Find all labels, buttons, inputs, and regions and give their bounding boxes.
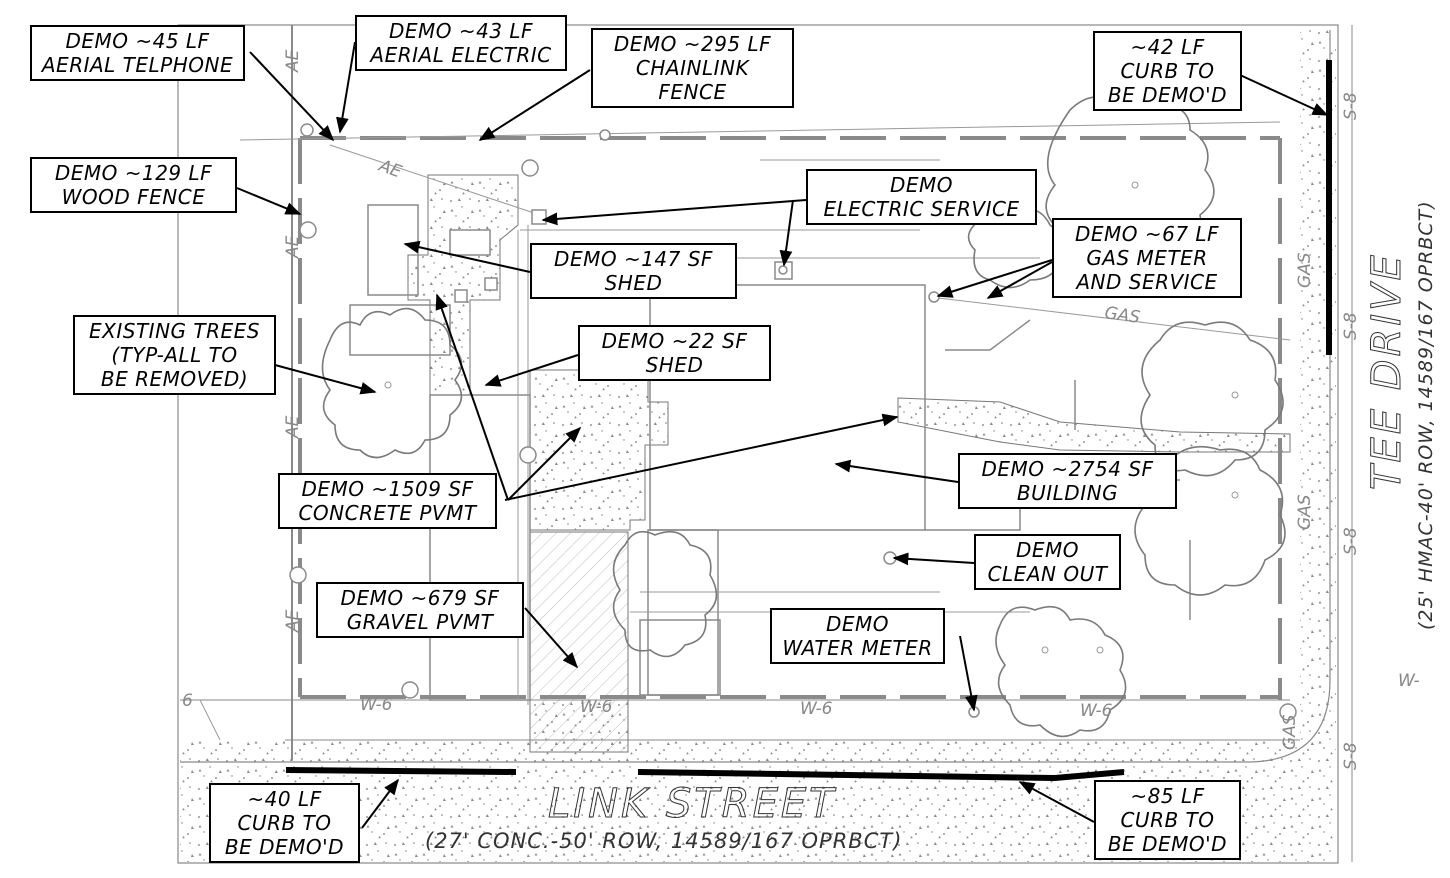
- label-gas-meter: DEMO ~67 LF GAS METER AND SERVICE: [1052, 218, 1242, 298]
- label-line: CURB TO: [237, 811, 332, 835]
- tag-w6-1: W-6: [360, 695, 393, 715]
- label-line: DEMO ~2754 SF: [981, 457, 1154, 481]
- label-line: DEMO ~22 SF: [601, 329, 748, 353]
- label-line: WOOD FENCE: [61, 185, 206, 209]
- label-line: SHED: [604, 271, 663, 295]
- label-line: DEMO ~129 LF: [54, 161, 213, 185]
- label-line: BE DEMO'D: [224, 835, 345, 859]
- label-line: DEMO ~295 LF: [613, 32, 772, 56]
- label-line: CURB TO: [1120, 808, 1215, 832]
- tag-ae-top: AE: [375, 156, 404, 183]
- tag-w6-3: W-6: [800, 699, 833, 719]
- side-street-name: TEE DRIVE: [1364, 252, 1410, 490]
- label-wood-fence: DEMO ~129 LF WOOD FENCE: [30, 157, 237, 213]
- label-electric-service: DEMO ELECTRIC SERVICE: [806, 169, 1037, 225]
- street-name: LINK STREET: [548, 781, 837, 827]
- label-line: BE DEMO'D: [1107, 832, 1228, 856]
- label-building: DEMO ~2754 SF BUILDING: [958, 453, 1177, 509]
- tag-w-edge: W-: [1398, 671, 1420, 691]
- label-aerial-telephone: DEMO ~45 LF AERIAL TELPHONE: [30, 25, 245, 81]
- tag-gas-1: GAS: [1103, 303, 1141, 328]
- tag-s8-1: S-8: [1341, 92, 1361, 120]
- label-shed-147: DEMO ~147 SF SHED: [530, 243, 737, 299]
- label-line: ELECTRIC SERVICE: [823, 197, 1020, 221]
- label-clean-out: DEMO CLEAN OUT: [974, 534, 1121, 590]
- label-line: DEMO ~45 LF: [65, 29, 210, 53]
- tag-s8-4: S-8: [1341, 742, 1361, 770]
- label-line: CURB TO: [1120, 59, 1215, 83]
- label-line: DEMO ~147 SF: [554, 247, 713, 271]
- label-line: EXISTING TREES: [89, 319, 260, 343]
- label-aerial-electric: DEMO ~43 LF AERIAL ELECTRIC: [355, 15, 567, 71]
- label-water-meter: DEMO WATER METER: [770, 608, 945, 664]
- label-line: ~40 LF: [247, 787, 322, 811]
- tag-w6-4: W-6: [1080, 701, 1113, 721]
- label-line: ~42 LF: [1130, 35, 1205, 59]
- tag-s8-2: S-8: [1341, 312, 1361, 340]
- drawing-frame: [177, 24, 1339, 864]
- tag-ae-left-3: AE: [283, 415, 303, 439]
- label-curb-85: ~85 LF CURB TO BE DEMO'D: [1094, 780, 1241, 860]
- label-curb-42: ~42 LF CURB TO BE DEMO'D: [1093, 31, 1242, 111]
- tag-ae-left-1: AE: [283, 49, 303, 73]
- label-line: DEMO ~43 LF: [388, 19, 534, 43]
- label-line: DEMO: [889, 173, 954, 197]
- label-line: BE REMOVED): [100, 367, 249, 391]
- label-line: AERIAL ELECTRIC: [370, 43, 552, 67]
- label-curb-40: ~40 LF CURB TO BE DEMO'D: [209, 783, 360, 863]
- tag-s8-3: S-8: [1341, 527, 1361, 555]
- existing-trees: [321, 92, 1286, 738]
- tag-gas-4: GAS: [1280, 714, 1300, 750]
- label-concrete: DEMO ~1509 SF CONCRETE PVMT: [278, 473, 497, 529]
- label-line: DEMO ~679 SF: [340, 586, 500, 610]
- label-line: CONCRETE PVMT: [298, 501, 477, 525]
- label-line: CHAINLINK: [635, 56, 750, 80]
- tag-six: 6: [182, 691, 193, 711]
- label-line: AND SERVICE: [1076, 270, 1218, 294]
- label-chainlink-fence: DEMO ~295 LF CHAINLINK FENCE: [591, 28, 794, 108]
- label-line: DEMO: [1015, 538, 1080, 562]
- label-line: DEMO: [825, 612, 890, 636]
- label-line: AERIAL TELPHONE: [41, 53, 234, 77]
- label-line: FENCE: [658, 80, 727, 104]
- label-line: WATER METER: [782, 636, 933, 660]
- tag-ae-left-2: AE: [283, 235, 303, 259]
- label-line: DEMO ~1509 SF: [301, 477, 474, 501]
- label-line: BE DEMO'D: [1107, 83, 1228, 107]
- tag-w6-2: W-6: [580, 697, 613, 717]
- label-line: ~85 LF: [1130, 784, 1205, 808]
- tag-gas-3: GAS: [1295, 494, 1315, 530]
- label-line: GAS METER: [1086, 246, 1208, 270]
- label-shed-22: DEMO ~22 SF SHED: [578, 325, 771, 381]
- label-existing-trees: EXISTING TREES (TYP-ALL TO BE REMOVED): [73, 315, 276, 395]
- concrete-pavement: [407, 174, 1291, 531]
- fence-lines: [298, 136, 1282, 700]
- tag-gas-2: GAS: [1295, 252, 1315, 288]
- label-line: GRAVEL PVMT: [346, 610, 494, 634]
- label-line: CLEAN OUT: [987, 562, 1108, 586]
- label-line: BUILDING: [1016, 481, 1119, 505]
- label-gravel: DEMO ~679 SF GRAVEL PVMT: [316, 582, 524, 638]
- label-line: (TYP-ALL TO: [111, 343, 238, 367]
- side-street-details: (25' HMAC-40' ROW, 14589/167 OPRBCT): [1415, 200, 1437, 630]
- street-details: (27' CONC.-50' ROW, 14589/167 OPRBCT): [425, 829, 902, 853]
- label-line: DEMO ~67 LF: [1074, 222, 1220, 246]
- curb-demo-lines: [285, 60, 1332, 782]
- tag-ae-left-4: AE: [283, 609, 303, 633]
- label-line: SHED: [645, 353, 704, 377]
